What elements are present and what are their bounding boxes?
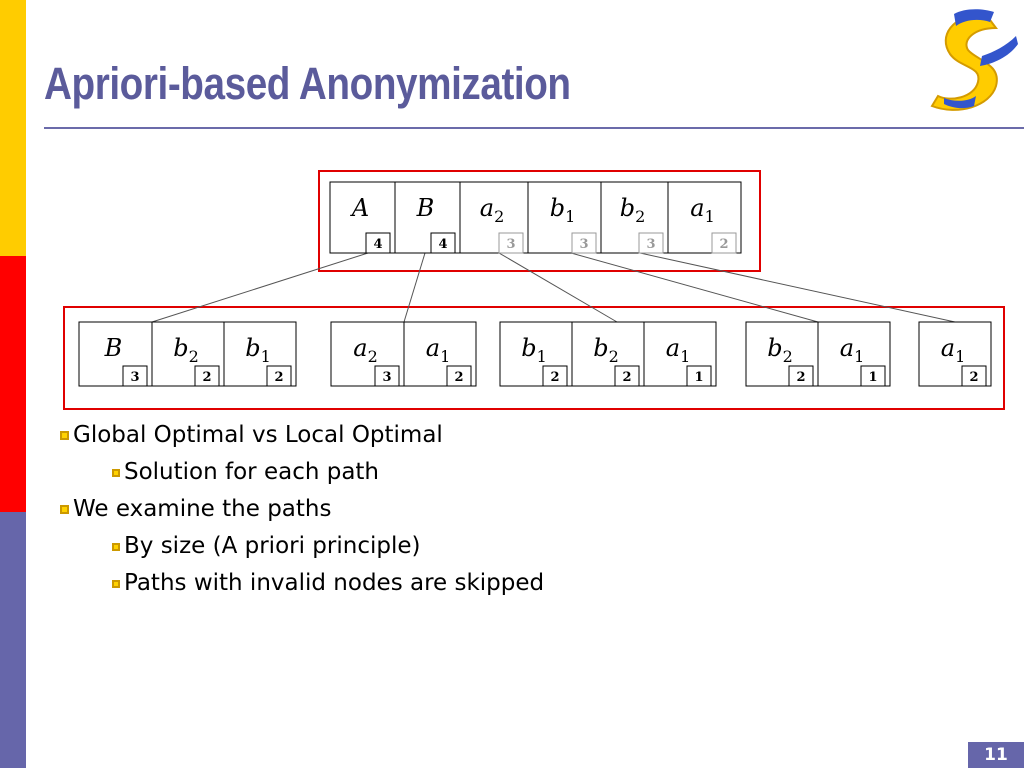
child-node-count-box: [266, 365, 292, 387]
root-node-count: 4: [373, 237, 382, 252]
child-node-item-label: b2: [593, 334, 619, 366]
tree-edge: [498, 252, 618, 323]
root-node-count: 3: [579, 237, 588, 252]
left-strip-blue: [0, 512, 26, 768]
child-node-item-label: B: [104, 334, 123, 362]
left-strip-yellow: [0, 0, 26, 256]
child-node-count-box: [446, 365, 472, 387]
child-node-count-box: [788, 365, 814, 387]
child-node-count-box: [686, 365, 712, 387]
page-number: 11: [968, 742, 1024, 768]
child-node-count-box: [122, 365, 148, 387]
tree-edge: [570, 252, 819, 323]
bullet-text: Paths with invalid nodes are skipped: [124, 570, 545, 596]
child-node-count-box: [614, 365, 640, 387]
bullet-item: Paths with invalid nodes are skipped: [112, 570, 544, 596]
tree-edge: [639, 252, 956, 323]
root-node-count: 2: [719, 237, 728, 252]
child-node-item-label: a1: [426, 334, 451, 366]
child-node-4: b22 a11: [745, 321, 891, 387]
child-node-count: 1: [868, 370, 877, 385]
root-node-item-label: a1: [690, 194, 715, 226]
root-node-item-label: a2: [480, 194, 505, 226]
child-node-item-label: a1: [840, 334, 865, 366]
root-node-count: 4: [438, 237, 447, 252]
root-node-item-label: b2: [620, 194, 646, 226]
child-node-count-box: [860, 365, 886, 387]
root-node-count-box: [711, 232, 737, 254]
bullet-item: Solution for each path: [112, 459, 379, 485]
child-node-count: 2: [454, 370, 463, 385]
child-node-item-label: a2: [353, 334, 378, 366]
child-node-count: 2: [550, 370, 559, 385]
children-highlight-frame: [63, 306, 1005, 410]
child-node-box: [499, 321, 717, 387]
root-node-count-box: [430, 232, 456, 254]
tree-edge: [403, 252, 426, 323]
child-node-item-label: b1: [521, 334, 547, 366]
root-node-count-box: [638, 232, 664, 254]
bullet-text: Solution for each path: [124, 459, 380, 485]
bullet-marker-icon: [60, 431, 69, 440]
child-node-box: [78, 321, 297, 387]
child-node-count: 2: [622, 370, 631, 385]
tree-edges: [151, 252, 956, 323]
title-underline: [44, 127, 1024, 129]
logo-icon: [930, 9, 1018, 111]
bullet-text: We examine the paths: [73, 496, 332, 522]
child-node-5: a12: [918, 321, 992, 387]
child-node-count-box: [374, 365, 400, 387]
root-node-box: [329, 181, 742, 254]
root-node-count: 3: [506, 237, 515, 252]
bullet-item: We examine the paths: [60, 496, 331, 522]
child-node-count: 3: [382, 370, 391, 385]
bullet-text: Global Optimal vs Local Optimal: [73, 422, 443, 448]
bullet-marker-icon: [112, 543, 120, 551]
child-node-item-label: b1: [245, 334, 271, 366]
child-node-item-label: b2: [767, 334, 793, 366]
root-node-count: 3: [646, 237, 655, 252]
child-node-count-box: [194, 365, 220, 387]
bullet-marker-icon: [60, 505, 69, 514]
bullet-item: By size (A priori principle): [112, 533, 420, 559]
root-node-count-box: [365, 232, 391, 254]
bullet-item: Global Optimal vs Local Optimal: [60, 422, 443, 448]
child-node-item-label: a1: [941, 334, 966, 366]
root-highlight-frame: [318, 170, 761, 272]
child-node-count: 2: [202, 370, 211, 385]
root-node-count-box: [571, 232, 597, 254]
child-node-count: 2: [796, 370, 805, 385]
bullet-text: By size (A priori principle): [124, 533, 421, 559]
root-node-item-label: A: [350, 194, 369, 222]
root-node-count-box: [498, 232, 524, 254]
root-node-item-label: b1: [550, 194, 576, 226]
child-node-item-label: b2: [173, 334, 199, 366]
child-node-count-box: [542, 365, 568, 387]
root-node-item-label: B: [416, 194, 435, 222]
child-node-item-label: a1: [666, 334, 691, 366]
child-node-2: a2 3 a12: [330, 321, 477, 387]
slide-title: Apriori-based Anonymization: [44, 58, 571, 109]
tree-edge: [151, 252, 369, 323]
bullet-marker-icon: [112, 469, 120, 477]
child-node-count: 1: [694, 370, 703, 385]
child-node-count: 2: [969, 370, 978, 385]
bullet-marker-icon: [112, 580, 120, 588]
child-node-count-box: [961, 365, 987, 387]
child-node-count: 2: [274, 370, 283, 385]
left-strip-red: [0, 256, 26, 512]
child-node-count: 3: [130, 370, 139, 385]
